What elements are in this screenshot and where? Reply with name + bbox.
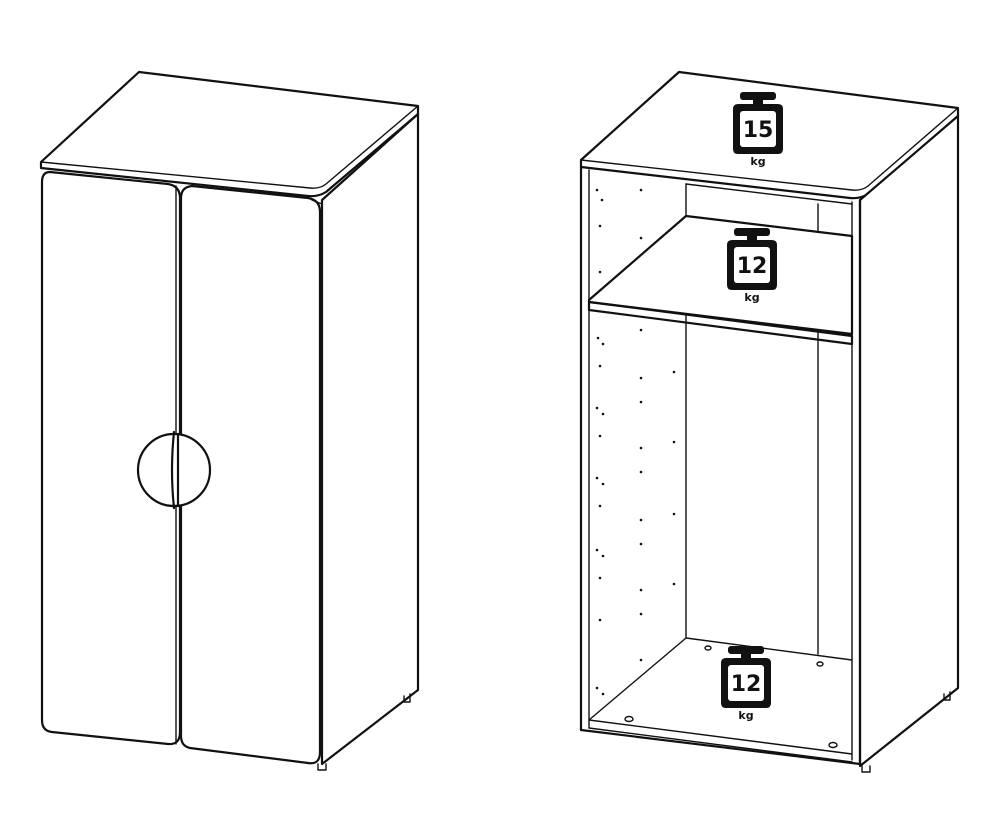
right-door — [179, 184, 322, 765]
round-door-handle — [136, 432, 212, 508]
cabinet-front-frame — [579, 165, 862, 766]
weight-icon-shelf: 12 kg — [727, 228, 777, 304]
weight-icon-top: 15 kg — [733, 92, 783, 168]
left-door — [40, 170, 182, 746]
wardrobe-top — [39, 70, 420, 198]
weight-unit-shelf: kg — [744, 291, 759, 304]
cabinet-side-panel — [858, 114, 960, 768]
closed-wardrobe — [39, 70, 420, 771]
open-cabinet — [579, 70, 960, 773]
weight-icon-bottom: 12 kg — [721, 646, 771, 722]
weight-value-shelf: 12 — [737, 254, 768, 279]
cabinet-bottom-panel — [588, 637, 853, 755]
weight-unit-bottom: kg — [738, 709, 753, 722]
shelf-pin-holes — [595, 188, 676, 696]
cabinet-shelf — [587, 214, 854, 336]
weight-unit-top: kg — [750, 155, 765, 168]
wardrobe-side-panel — [320, 112, 420, 766]
weight-value-top: 15 — [743, 118, 774, 143]
weight-value-bottom: 12 — [731, 672, 762, 697]
